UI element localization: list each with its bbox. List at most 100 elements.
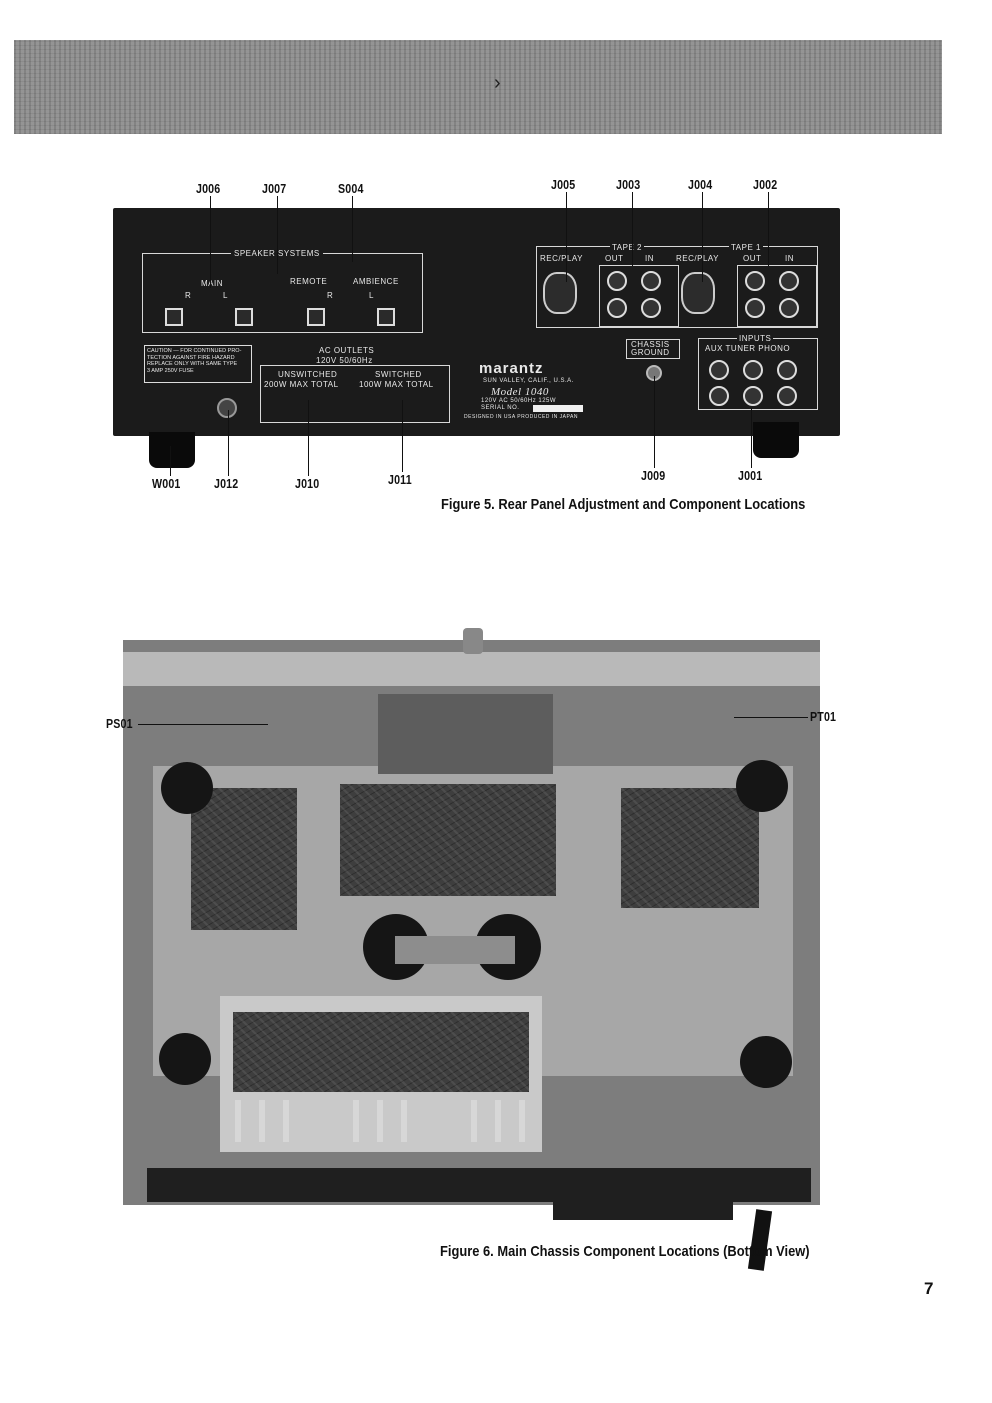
heatsink-fin	[377, 1100, 383, 1142]
tape1-in-l-jack	[779, 271, 799, 291]
label-j006: J006	[196, 181, 221, 196]
leader-j004	[702, 192, 703, 282]
tape2-in-label: IN	[645, 254, 654, 263]
remote-label: REMOTE	[290, 277, 328, 286]
power-cord	[747, 1209, 773, 1271]
tape1-rca-box	[737, 265, 817, 327]
label-ps01: PS01	[106, 716, 133, 731]
switched-label: SWITCHED	[375, 370, 422, 379]
serial-label: SERIAL NO.	[481, 405, 520, 411]
leader-j002	[768, 192, 769, 266]
leader-w001	[170, 446, 171, 476]
ac-rating: 120V 50/60Hz	[316, 356, 373, 365]
tape2-out-l-jack	[607, 271, 627, 291]
heatsink-fin	[401, 1100, 407, 1142]
tape1-label: TAPE 1	[729, 243, 763, 252]
unswitched-label: UNSWITCHED	[278, 370, 338, 379]
leader-j009	[654, 376, 655, 468]
tuner-l-jack	[743, 360, 763, 380]
tape1-out-label: OUT	[743, 254, 762, 263]
label-j004: J004	[688, 177, 713, 192]
tape-jacks-box	[536, 246, 818, 328]
tape2-rec-play-label: REC/PLAY	[540, 254, 583, 263]
heatsink-fin	[495, 1100, 501, 1142]
remote-speaker-terminal-1	[307, 308, 325, 326]
tape2-label: TAPE 2	[610, 243, 644, 252]
label-j003: J003	[616, 177, 641, 192]
ac-outlets-title: AC OUTLETS	[319, 346, 375, 355]
phono-l-jack	[777, 360, 797, 380]
page-number: 7	[924, 1279, 934, 1298]
label-j011: J011	[388, 472, 412, 487]
speaker-systems-title: SPEAKER SYSTEMS	[231, 249, 323, 258]
label-pt01: PT01	[810, 709, 837, 724]
tape2-in-r-jack	[641, 298, 661, 318]
leader-pt01	[734, 717, 808, 718]
chassis-ground-line1: CHASSIS	[631, 340, 670, 349]
heatsink-fin	[519, 1100, 525, 1142]
top-knob	[463, 628, 483, 654]
right-foot	[753, 422, 799, 458]
tape2-din-socket	[543, 272, 577, 314]
caution-line-4: 3 AMP 250V FUSE	[147, 367, 194, 374]
chassis-foot-top-right	[736, 760, 788, 812]
tape1-rec-play-label: REC/PLAY	[676, 254, 719, 263]
heatsink-fin	[471, 1100, 477, 1142]
main-speaker-terminal-2	[235, 308, 253, 326]
right-circuit-board	[621, 788, 759, 908]
label-j001: J001	[738, 468, 763, 483]
leader-j001	[751, 408, 752, 468]
caution-line-3: REPLACE ONLY WITH SAME TYPE	[147, 361, 238, 368]
serial-plate	[533, 405, 583, 412]
tuner-r-jack	[743, 386, 763, 406]
tape2-out-label: OUT	[605, 254, 624, 263]
top-rail	[123, 652, 820, 686]
inputs-sub-label: AUX TUNER PHONO	[705, 344, 791, 353]
leader-j007	[277, 196, 278, 274]
leader-ps01	[138, 724, 268, 725]
left-foot	[149, 432, 195, 468]
leader-j006	[210, 196, 211, 288]
power-amp-board	[233, 1012, 529, 1092]
switched-max: 100W MAX TOTAL	[359, 380, 434, 389]
leader-j010	[308, 400, 309, 476]
left-circuit-board	[191, 788, 297, 930]
label-w001: W001	[152, 476, 181, 491]
heatsink-fin	[283, 1100, 289, 1142]
leader-s004	[352, 196, 353, 262]
caution-label: CAUTION — FOR CONTINUED PRO- TECTION AGA…	[144, 345, 252, 383]
heatsink-fin	[235, 1100, 241, 1142]
main-l-label: L	[223, 291, 228, 300]
power-rating: 120V AC 50/60Hz 125W	[481, 398, 557, 404]
capacitor-bracket	[395, 936, 515, 964]
chassis-foot-top-left	[161, 762, 213, 814]
center-circuit-board	[340, 784, 556, 896]
figure5-caption: Figure 5. Rear Panel Adjustment and Comp…	[441, 496, 806, 513]
label-j009: J009	[641, 468, 666, 483]
leader-j003	[632, 192, 633, 266]
aux-r-jack	[709, 386, 729, 406]
caution-line-1: CAUTION — FOR CONTINUED PRO-	[147, 348, 242, 354]
bottom-rail	[147, 1168, 811, 1202]
figure6-caption: Figure 6. Main Chassis Component Locatio…	[440, 1243, 810, 1260]
leader-j012	[228, 410, 229, 476]
tape1-din-socket	[681, 272, 715, 314]
chassis-foot-bottom-left	[159, 1033, 211, 1085]
model-name: Model 1040	[491, 386, 549, 398]
label-j010: J010	[295, 476, 320, 491]
label-j005: J005	[551, 177, 576, 192]
leader-j005	[566, 192, 567, 282]
remote-l-label: L	[369, 291, 374, 300]
heatsink-fin	[259, 1100, 265, 1142]
tape1-in-r-jack	[779, 298, 799, 318]
brand-logo: marantz	[479, 360, 544, 377]
leader-j011	[402, 400, 403, 472]
rear-panel-photo: SPEAKER SYSTEMS MAIN REMOTE AMBIENCE R L…	[113, 208, 840, 468]
power-transformer	[378, 694, 553, 774]
brand-location: SUN VALLEY, CALIF., U.S.A.	[483, 378, 574, 384]
main-chassis-photo	[123, 628, 820, 1220]
chassis-ground-box	[626, 339, 680, 359]
front-panel-switches	[553, 1200, 733, 1220]
unswitched-max: 200W MAX TOTAL	[264, 380, 339, 389]
ac-outlets-box	[260, 365, 450, 423]
